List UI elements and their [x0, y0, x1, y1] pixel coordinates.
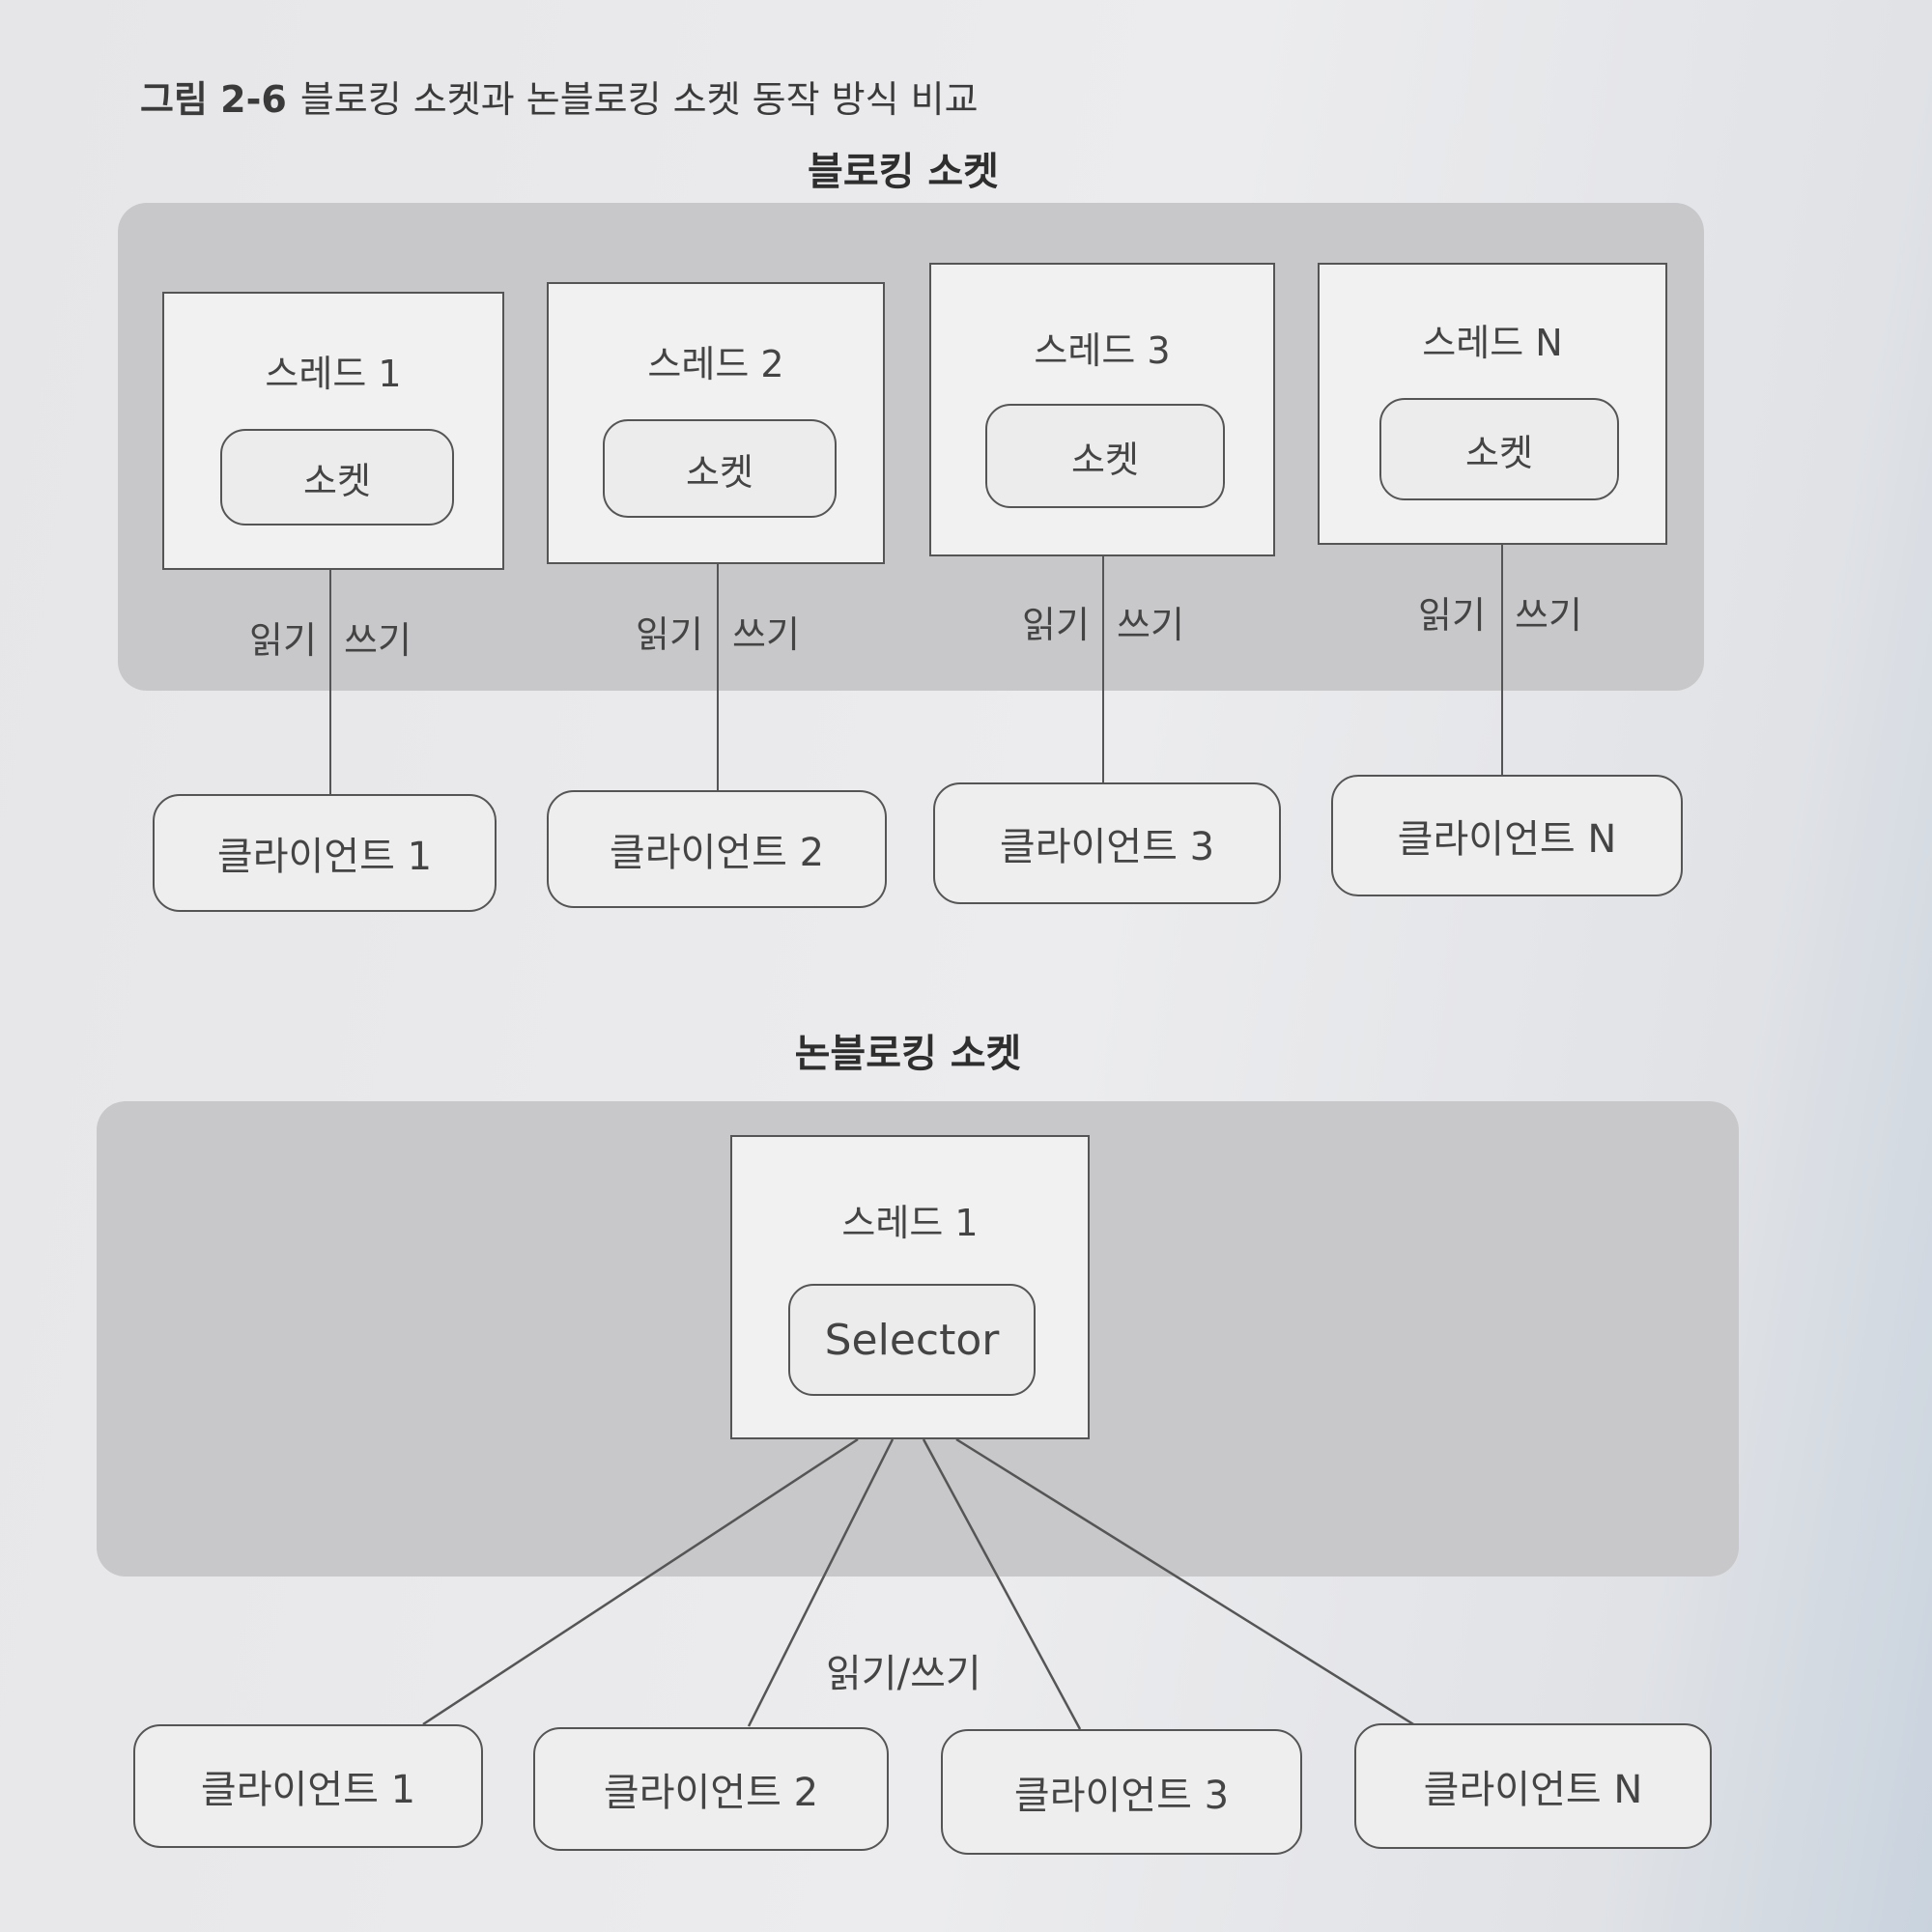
read-label: 읽기	[249, 619, 317, 662]
figure-number: 그림 2-6	[140, 78, 287, 121]
nonblocking-client-1: 클라이언트 1	[133, 1724, 483, 1848]
read-label: 읽기	[636, 613, 703, 656]
blocking-connector-3	[1102, 556, 1104, 782]
nonblocking-section-title: 논블로킹 소켓	[794, 1032, 1022, 1076]
blocking-client-2: 클라이언트 2	[547, 790, 887, 908]
read-write-label: 읽기/쓰기	[826, 1652, 981, 1696]
thread-label: 스레드 2	[647, 343, 784, 385]
nonblocking-client-2: 클라이언트 2	[533, 1727, 889, 1851]
socket-pill: 소켓	[220, 429, 454, 526]
read-label: 읽기	[1418, 594, 1486, 637]
nonblocking-client-n: 클라이언트 N	[1354, 1723, 1712, 1849]
thread-label: 스레드 N	[1422, 322, 1563, 364]
blocking-connector-2	[717, 564, 719, 790]
blocking-thread-box-1: 스레드 1 소켓	[162, 292, 504, 570]
blocking-thread-box-3: 스레드 3 소켓	[929, 263, 1275, 556]
socket-pill: 소켓	[1379, 398, 1619, 500]
blocking-section-title: 블로킹 소켓	[808, 150, 999, 194]
write-label: 쓰기	[1117, 604, 1184, 646]
figure-caption: 그림 2-6 블로킹 소켓과 논블로킹 소켓 동작 방식 비교	[140, 70, 979, 123]
figure-caption-text: 블로킹 소켓과 논블로킹 소켓 동작 방식 비교	[299, 78, 979, 121]
blocking-client-3: 클라이언트 3	[933, 782, 1281, 904]
read-label: 읽기	[1022, 604, 1090, 646]
blocking-connector-1	[329, 570, 331, 794]
write-label: 쓰기	[732, 613, 800, 656]
blocking-client-n: 클라이언트 N	[1331, 775, 1683, 896]
thread-label: 스레드 1	[841, 1202, 979, 1244]
thread-label: 스레드 3	[1034, 329, 1171, 372]
nonblocking-client-3: 클라이언트 3	[941, 1729, 1302, 1855]
fanout-line-client-3	[922, 1438, 1082, 1730]
thread-label: 스레드 1	[265, 353, 402, 395]
socket-pill: 소켓	[603, 419, 837, 518]
write-label: 쓰기	[344, 619, 412, 662]
socket-pill: 소켓	[985, 404, 1225, 508]
blocking-thread-box-4: 스레드 N 소켓	[1318, 263, 1667, 545]
blocking-thread-box-2: 스레드 2 소켓	[547, 282, 885, 564]
fanout-line-client-n	[955, 1437, 1419, 1729]
blocking-connector-4	[1501, 545, 1503, 775]
nonblocking-thread-box: 스레드 1 Selector	[730, 1135, 1090, 1439]
blocking-client-1: 클라이언트 1	[153, 794, 497, 912]
fanout-line-client-1	[422, 1437, 859, 1726]
fanout-line-client-2	[747, 1438, 895, 1727]
write-label: 쓰기	[1515, 594, 1582, 637]
selector-pill: Selector	[788, 1284, 1036, 1396]
